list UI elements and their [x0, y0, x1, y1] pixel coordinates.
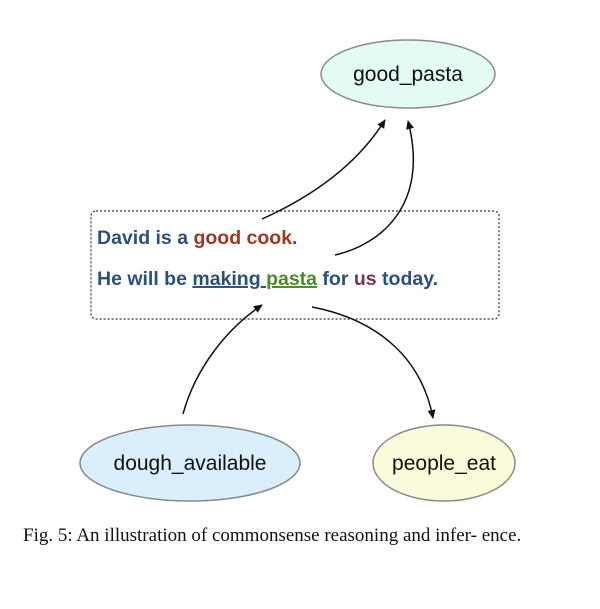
sentence-box	[90, 210, 500, 320]
arrow-good-cook-to-good-pasta	[261, 119, 386, 220]
arrow-us-to-people-eat	[311, 306, 436, 419]
arrow-dough-available-to-making	[182, 304, 263, 415]
node-good-pasta[interactable]: good_pasta	[320, 39, 496, 109]
node-dough-available-shape	[79, 424, 301, 502]
node-dough-available-label: dough_available	[114, 452, 267, 475]
arrow-making-pasta-to-good-pasta	[334, 120, 414, 256]
sentence-2-for: for	[317, 268, 354, 290]
sentence-1-period: .	[292, 227, 297, 249]
figure-caption: Fig. 5: An illustration of commonsense r…	[23, 525, 522, 546]
sentence-line-1: David is a good cook.	[97, 227, 297, 249]
sentence-line-2: He will be making pasta for us today.	[97, 268, 438, 290]
node-people-eat-shape	[372, 424, 516, 502]
diagram-canvas: good_pasta David is a good cook. He will…	[79, 39, 516, 502]
sentence-2-today: today.	[377, 268, 438, 290]
sentence-2-pasta: pasta	[266, 268, 317, 290]
node-people-eat[interactable]: people_eat	[372, 424, 516, 502]
node-people-eat-label: people_eat	[392, 452, 496, 475]
node-good-pasta-shape	[320, 39, 496, 109]
node-good-pasta-label: good_pasta	[353, 63, 463, 86]
sentence-1-good-cook: good cook	[193, 227, 292, 249]
sentence-2-making: making	[192, 268, 260, 290]
sentence-2-he-will-be: He will be	[97, 268, 192, 290]
sentence-2-us: us	[354, 268, 377, 290]
node-dough-available[interactable]: dough_available	[79, 424, 301, 502]
sentence-1-david: David is a	[97, 227, 193, 249]
